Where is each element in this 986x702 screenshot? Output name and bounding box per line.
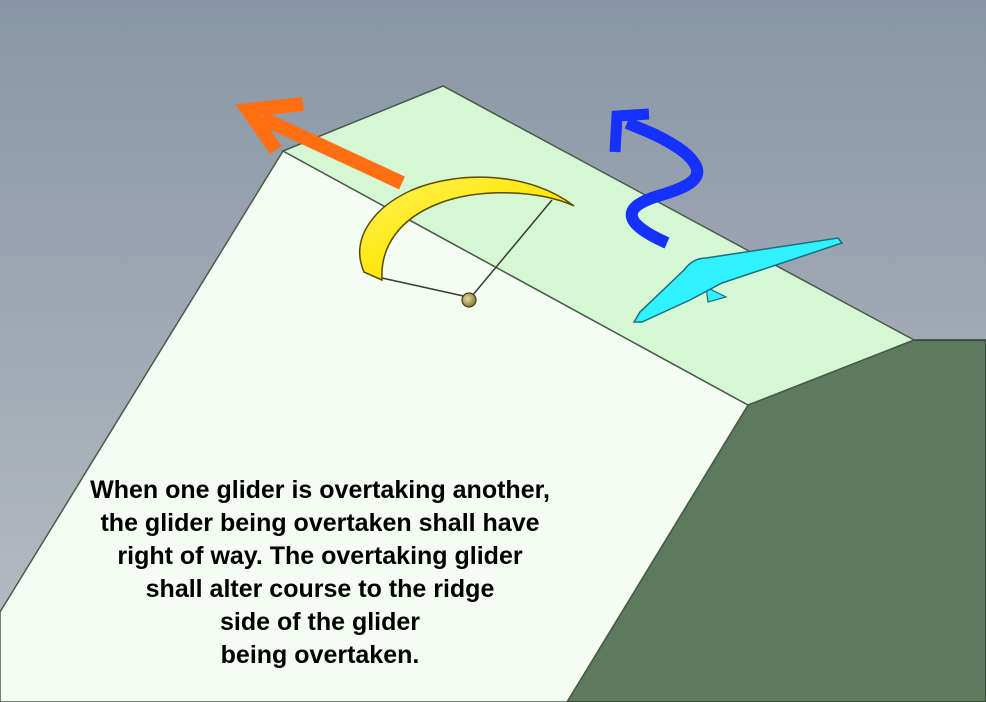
overtaking-direction-arrow bbox=[235, 97, 405, 190]
ridge-top-surface bbox=[281, 85, 916, 406]
right-of-way-caption: When one glider is overtaking another, t… bbox=[40, 474, 600, 672]
caption-line-6: being overtaken. bbox=[220, 641, 420, 669]
paraglider-icon bbox=[359, 176, 575, 308]
caption-line-5: side of the glider bbox=[219, 608, 421, 636]
caption-line-1: When one glider is overtaking another, bbox=[90, 476, 550, 504]
paraglider-wing bbox=[359, 176, 575, 282]
overtaken-direction-arrow bbox=[609, 108, 704, 249]
caption-line-2: the glider being overtaken shall have bbox=[100, 509, 540, 537]
caption-line-3: right of way. The overtaking glider bbox=[117, 542, 523, 570]
paraglider-pilot bbox=[461, 292, 477, 308]
caption-line-4: shall alter course to the ridge bbox=[145, 575, 495, 603]
hang-glider-icon bbox=[632, 237, 844, 323]
